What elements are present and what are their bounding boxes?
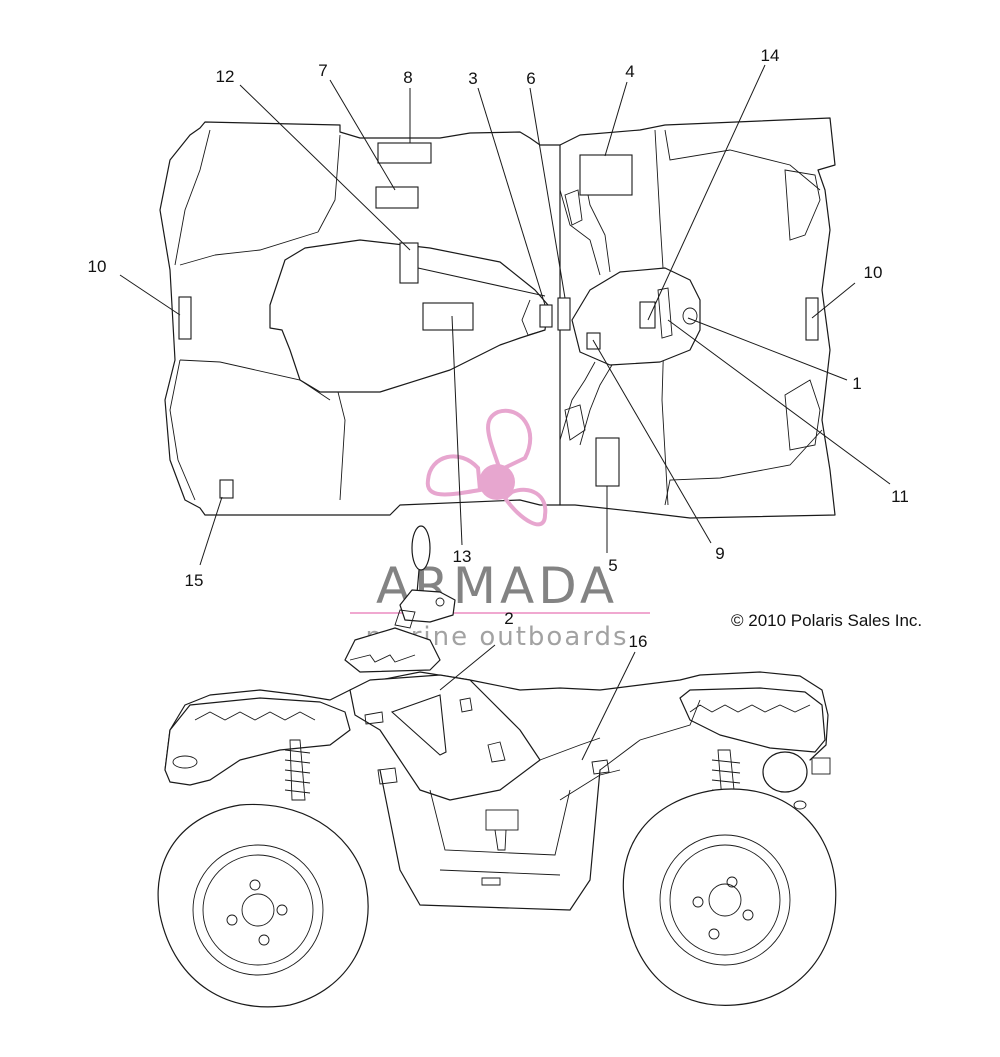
callout-15: 15 <box>185 571 204 590</box>
decal-6 <box>557 297 571 331</box>
decal-10-front <box>805 297 819 341</box>
decal-2 <box>390 694 447 756</box>
decal-5 <box>595 437 620 487</box>
callout-16: 16 <box>629 632 648 651</box>
armada-watermark: ARMADA marine outboards <box>350 408 650 652</box>
leader-lines <box>119 64 891 761</box>
decal-3 <box>539 304 553 328</box>
callout-8: 8 <box>403 68 412 87</box>
callout-10-rear: 10 <box>88 257 107 276</box>
decal-8 <box>377 142 432 164</box>
callout-9: 9 <box>715 544 724 563</box>
callout-2: 2 <box>504 609 513 628</box>
callout-4: 4 <box>625 62 634 81</box>
propeller-logo <box>425 408 548 527</box>
atv-side-view <box>157 525 837 1008</box>
callout-14: 14 <box>761 46 780 65</box>
atv-top-view <box>159 117 836 519</box>
decal-12 <box>399 242 419 284</box>
callout-6: 6 <box>526 69 535 88</box>
decal-14 <box>639 301 656 329</box>
callout-5: 5 <box>608 556 617 575</box>
callout-1: 1 <box>852 374 861 393</box>
rear-wheel <box>622 788 837 1006</box>
callout-7: 7 <box>318 61 327 80</box>
decal-13 <box>422 302 474 331</box>
callout-labels: 1 2 3 4 5 6 7 8 9 10 10 11 12 13 14 15 1… <box>88 46 909 651</box>
decal-4 <box>579 154 633 196</box>
callout-3: 3 <box>468 69 477 88</box>
callout-13: 13 <box>453 547 472 566</box>
decal-7 <box>375 186 419 209</box>
copyright-notice: © 2010 Polaris Sales Inc. <box>731 611 922 630</box>
decal-15 <box>219 479 234 499</box>
callout-12: 12 <box>216 67 235 86</box>
decal-10-rear <box>178 296 192 340</box>
callout-11: 11 <box>891 487 909 506</box>
callout-10-front: 10 <box>864 263 883 282</box>
front-wheel <box>157 803 369 1008</box>
